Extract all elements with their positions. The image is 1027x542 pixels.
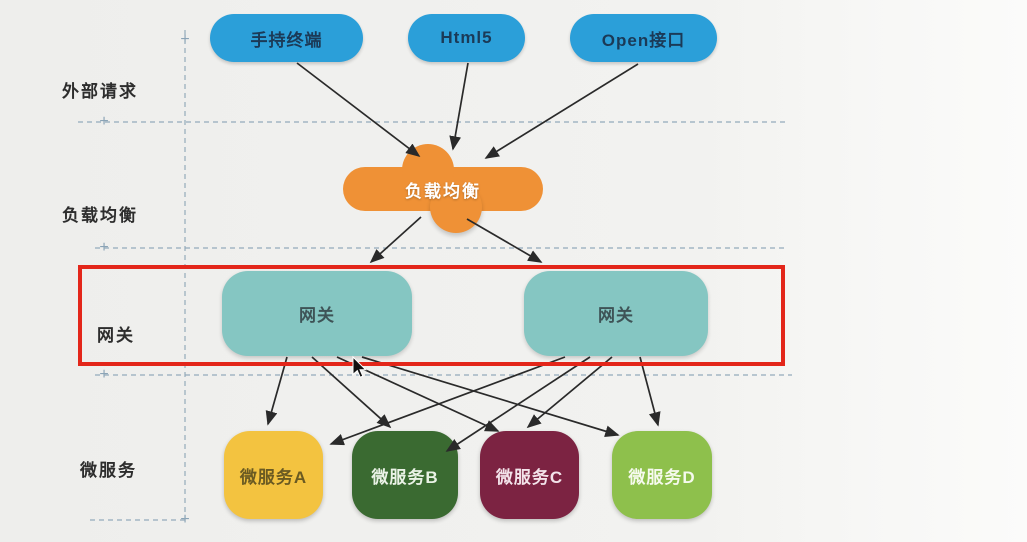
- node-load-balancer: 负载均衡: [343, 144, 543, 233]
- node-label: Open接口: [601, 30, 686, 50]
- row-label-microservices: 微服务: [80, 461, 137, 480]
- node-label: 微服务B: [371, 467, 439, 487]
- tier-guide-lines: [78, 30, 792, 521]
- row-label-load-balancing: 负载均衡: [62, 206, 138, 225]
- guide-plus-mark: +: [99, 113, 109, 130]
- node-label: Html5: [440, 28, 493, 47]
- node-microservice-d: 微服务D: [612, 431, 712, 519]
- node-label: 微服务C: [495, 467, 564, 487]
- load-balancer-bump-bottom: [430, 181, 482, 233]
- node-microservice-c: 微服务C: [480, 431, 579, 519]
- node-label: 微服务A: [239, 467, 308, 487]
- node-microservice-a: 微服务A: [224, 431, 323, 519]
- node-gateway-1: 网关: [222, 271, 412, 356]
- node-label: 网关: [299, 306, 335, 325]
- node-handheld-terminal: 手持终端: [210, 14, 363, 62]
- row-label-external-requests: 外部请求: [62, 82, 138, 101]
- node-label: 手持终端: [250, 30, 323, 50]
- node-html5: Html5: [408, 14, 525, 62]
- node-label: 网关: [598, 306, 634, 325]
- node-gateway-2: 网关: [524, 271, 708, 356]
- row-label-gateway: 网关: [97, 326, 135, 345]
- node-label: 负载均衡: [405, 181, 481, 201]
- node-open-api: Open接口: [570, 14, 717, 62]
- node-microservice-b: 微服务B: [352, 431, 458, 519]
- node-label: 微服务D: [628, 467, 696, 487]
